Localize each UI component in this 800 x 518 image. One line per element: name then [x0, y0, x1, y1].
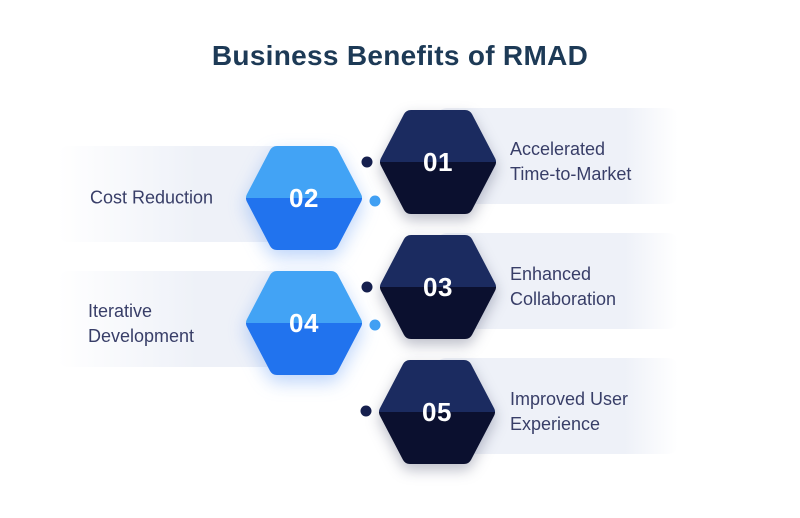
hexagon-step-05: 05 [378, 359, 496, 465]
label-line: Accelerated [510, 139, 606, 159]
step-number-05: 05 [422, 396, 452, 427]
step-number-02: 02 [289, 182, 319, 213]
label-line: Time-to-Market [510, 164, 632, 184]
step-number-01: 01 [423, 146, 453, 177]
label-iterative-development: Iterative Development [88, 299, 194, 349]
label-line: Experience [510, 414, 601, 434]
hexagon-step-03: 03 [379, 234, 497, 340]
label-accelerated-time-to-market: Accelerated Time-to-Market [510, 137, 631, 187]
hexagon-step-02: 02 [245, 145, 363, 251]
label-cost-reduction: Cost Reduction [90, 186, 213, 211]
hexagon-shape-icon [379, 360, 495, 464]
hexagon-step-04: 04 [245, 270, 363, 376]
label-enhanced-collaboration: Enhanced Collaboration [510, 262, 616, 312]
label-line: Collaboration [510, 289, 617, 309]
page-title: Business Benefits of RMAD [211, 40, 589, 71]
hexagon-shape-icon [380, 235, 496, 339]
hexagon-shape-icon [246, 146, 362, 250]
connector-dot-dark-03 [361, 281, 373, 293]
connector-dot-blue-02 [369, 195, 381, 207]
connector-dot-dark-05 [360, 405, 372, 417]
hexagon-shape-icon [380, 110, 496, 214]
label-line: Iterative [88, 301, 153, 321]
label-line: Cost Reduction [90, 187, 214, 208]
label-line: Improved User [510, 389, 629, 409]
connector-dot-dark-01 [361, 156, 373, 168]
hexagon-shape-icon [246, 271, 362, 375]
hexagon-step-01: 01 [379, 109, 497, 215]
step-number-04: 04 [289, 307, 319, 338]
label-line: Development [88, 326, 195, 346]
step-number-03: 03 [423, 271, 453, 302]
connector-dot-blue-04 [369, 319, 381, 331]
label-improved-user-experience: Improved User Experience [510, 387, 628, 437]
label-line: Enhanced [510, 264, 592, 284]
